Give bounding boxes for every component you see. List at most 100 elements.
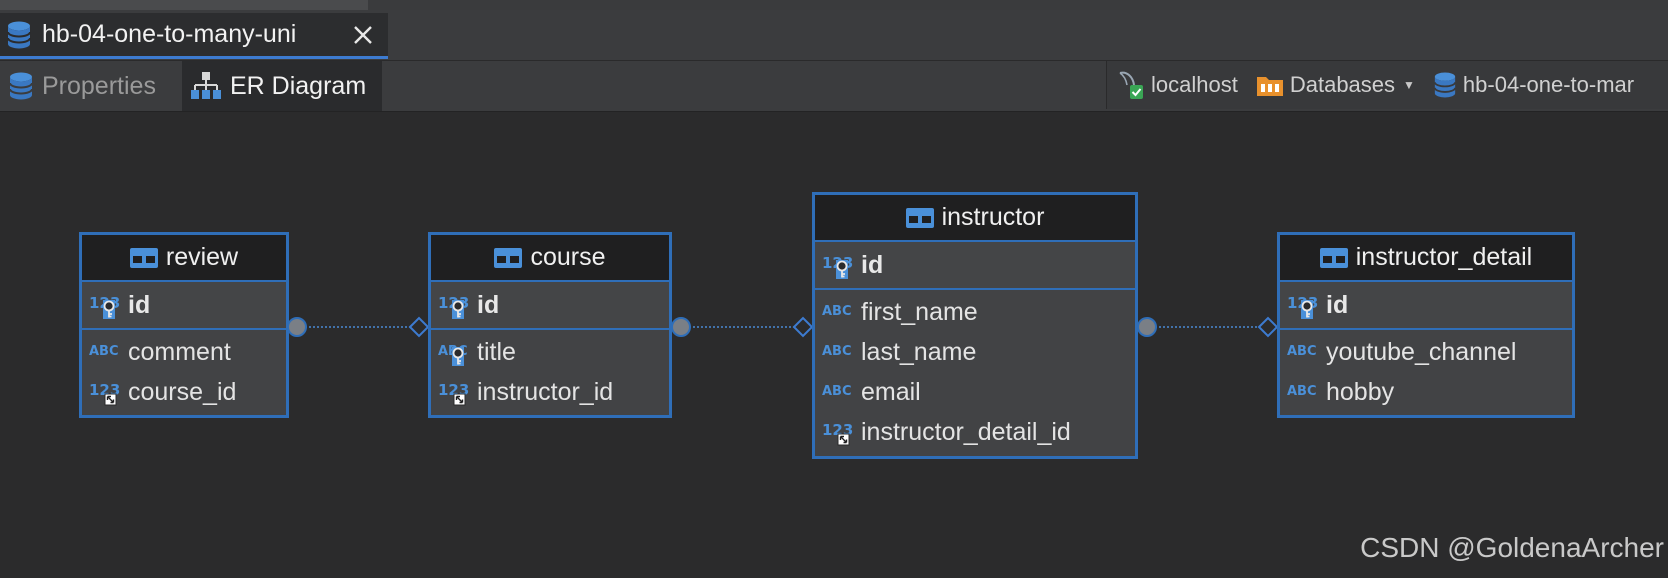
text-type-icon: ABC bbox=[821, 338, 857, 366]
column-name: instructor_id bbox=[477, 377, 614, 406]
entity-instructor[interactable]: instructor 123 id ABC first_name ABC las… bbox=[812, 192, 1138, 459]
editor-tab-schema[interactable]: hb-04-one-to-many-uni bbox=[0, 13, 388, 59]
breadcrumb-schema-label: hb-04-one-to-mar bbox=[1462, 72, 1635, 97]
table-icon bbox=[494, 247, 523, 268]
entity-instructor-column-1[interactable]: ABC last_name bbox=[815, 332, 1135, 372]
table-icon bbox=[905, 207, 934, 228]
table-icon-cell bbox=[132, 255, 142, 263]
table-icon-cell bbox=[921, 215, 931, 223]
watermark: CSDN @GoldenaArcher bbox=[1360, 532, 1664, 563]
column-name: title bbox=[477, 337, 516, 366]
relationship-links bbox=[287, 316, 1279, 338]
entity-review-column-1[interactable]: 123 course_id bbox=[82, 372, 286, 412]
link-course-instructor[interactable] bbox=[671, 316, 814, 338]
foreign-key-numeric-icon: 123 bbox=[437, 378, 473, 406]
entity-instructor-header[interactable]: instructor bbox=[815, 195, 1135, 242]
text-type-icon: ABC bbox=[821, 298, 857, 326]
entity-instructor-detail-name: instructor_detail bbox=[1355, 243, 1533, 271]
entity-review-name: review bbox=[165, 243, 239, 271]
column-name: comment bbox=[128, 337, 231, 366]
entity-instructor-column-0[interactable]: ABC first_name bbox=[815, 292, 1135, 332]
svg-text:ABC: ABC bbox=[1287, 384, 1317, 399]
table-icon-cell bbox=[497, 255, 507, 263]
breadcrumb-schema[interactable]: hb-04-one-to-mar bbox=[1433, 71, 1634, 99]
column-name: course_id bbox=[128, 377, 237, 406]
entity-course[interactable]: course 123 id ABC title 123 instructor_i… bbox=[428, 232, 672, 418]
mysql-connection-icon bbox=[1119, 71, 1143, 99]
editor-subtab-bar: Properties ER Diagram localhost bbox=[0, 61, 1668, 112]
text-key-type-icon: ABC bbox=[437, 338, 473, 366]
window-top-strip bbox=[0, 0, 1668, 11]
column-name: email bbox=[861, 377, 921, 406]
svg-text:ABC: ABC bbox=[822, 344, 852, 359]
table-icon bbox=[1319, 247, 1348, 268]
svg-text:ABC: ABC bbox=[1287, 344, 1317, 359]
breadcrumb-databases-label: Databases bbox=[1289, 72, 1396, 97]
primary-key-numeric-icon: 123 bbox=[1286, 291, 1322, 319]
svg-text:ABC: ABC bbox=[822, 384, 852, 399]
entity-review[interactable]: review 123 id ABC comment 123 course_id bbox=[79, 232, 289, 418]
entity-instructor-detail-pk-row[interactable]: 123 id bbox=[1280, 282, 1572, 330]
tab-er-diagram-label: ER Diagram bbox=[230, 71, 367, 100]
tab-properties[interactable]: Properties bbox=[0, 61, 180, 111]
editor-tab-title: hb-04-one-to-many-uni bbox=[42, 20, 297, 48]
breadcrumb-databases[interactable]: Databases ▼ bbox=[1256, 72, 1415, 98]
entity-instructor-pk-name: id bbox=[861, 250, 884, 279]
text-type-icon: ABC bbox=[88, 338, 124, 366]
primary-key-numeric-icon: 123 bbox=[821, 251, 857, 279]
table-icon-cell bbox=[510, 255, 520, 263]
breadcrumb-host-label: localhost bbox=[1151, 72, 1238, 97]
entity-instructor-detail-pk-name: id bbox=[1326, 290, 1349, 319]
database-icon bbox=[7, 21, 31, 48]
table-icon-cell bbox=[145, 255, 155, 263]
table-icon-cell bbox=[1335, 255, 1345, 263]
close-icon[interactable] bbox=[352, 24, 374, 46]
folder-icon bbox=[1256, 77, 1283, 96]
database-icon bbox=[9, 72, 33, 100]
column-name: first_name bbox=[861, 297, 978, 326]
entity-instructor-detail[interactable]: instructor_detail 123 id ABC youtube_cha… bbox=[1277, 232, 1575, 418]
breadcrumb-host[interactable]: localhost bbox=[1117, 69, 1238, 101]
entity-instructor-detail-column-0[interactable]: ABC youtube_channel bbox=[1280, 332, 1572, 372]
entity-instructor-name: instructor bbox=[941, 203, 1045, 231]
text-type-icon: ABC bbox=[821, 378, 857, 406]
entity-instructor-pk-row[interactable]: 123 id bbox=[815, 242, 1135, 290]
column-name: instructor_detail_id bbox=[861, 417, 1071, 446]
entity-review-pk-name: id bbox=[128, 290, 151, 319]
entity-course-pk-name: id bbox=[477, 290, 500, 319]
entity-course-pk-row[interactable]: 123 id bbox=[431, 282, 669, 330]
primary-key-numeric-icon: 123 bbox=[437, 291, 473, 319]
svg-text:ABC: ABC bbox=[822, 304, 852, 319]
chevron-down-icon[interactable]: ▼ bbox=[1403, 78, 1415, 92]
database-icon bbox=[1433, 72, 1456, 98]
entity-instructor-detail-header[interactable]: instructor_detail bbox=[1280, 235, 1572, 282]
entity-course-column-1[interactable]: 123 instructor_id bbox=[431, 372, 669, 412]
entity-review-header[interactable]: review bbox=[82, 235, 286, 282]
link-review-course[interactable] bbox=[287, 316, 430, 338]
er-diagram-canvas[interactable]: review 123 id ABC comment 123 course_id … bbox=[0, 112, 1668, 578]
table-icon-cell bbox=[1322, 255, 1332, 263]
table-icon bbox=[129, 247, 158, 268]
entity-course-header[interactable]: course bbox=[431, 235, 669, 282]
entity-review-pk-row[interactable]: 123 id bbox=[82, 282, 286, 330]
entity-course-name: course bbox=[530, 243, 606, 271]
column-name: last_name bbox=[861, 337, 977, 366]
link-instructor-instructor-detail[interactable] bbox=[1137, 316, 1279, 338]
entity-instructor-column-3[interactable]: 123 instructor_detail_id bbox=[815, 412, 1135, 452]
foreign-key-numeric-icon: 123 bbox=[821, 418, 857, 446]
breadcrumb: localhost Databases ▼ hb-04-one-to-mar bbox=[1106, 61, 1668, 109]
tab-properties-label: Properties bbox=[42, 71, 156, 100]
text-type-icon: ABC bbox=[1286, 378, 1322, 406]
column-name: hobby bbox=[1326, 377, 1395, 406]
table-icon-cell bbox=[908, 215, 918, 223]
tab-er-diagram[interactable]: ER Diagram bbox=[182, 61, 382, 111]
text-type-icon: ABC bbox=[1286, 338, 1322, 366]
entity-instructor-column-2[interactable]: ABC email bbox=[815, 372, 1135, 412]
entity-review-column-0[interactable]: ABC comment bbox=[82, 332, 286, 372]
svg-text:ABC: ABC bbox=[89, 344, 119, 359]
primary-key-numeric-icon: 123 bbox=[88, 291, 124, 319]
column-name: youtube_channel bbox=[1326, 337, 1517, 366]
er-diagram-icon bbox=[191, 72, 221, 99]
entity-course-column-0[interactable]: ABC title bbox=[431, 332, 669, 372]
entity-instructor-detail-column-1[interactable]: ABC hobby bbox=[1280, 372, 1572, 412]
